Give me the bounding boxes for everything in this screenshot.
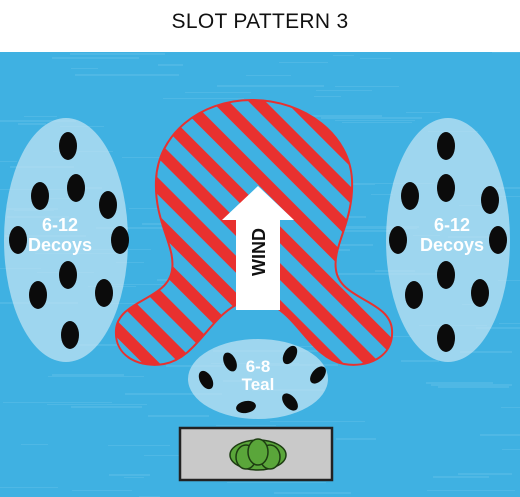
decoy-icon — [437, 174, 455, 202]
wind-label: WIND — [249, 228, 269, 276]
left-decoy-spread: 6-12 Decoys — [4, 118, 129, 362]
right-spread-name: Decoys — [420, 235, 484, 255]
left-spread-name: Decoys — [28, 235, 92, 255]
decoy-icon — [111, 226, 129, 254]
decoy-icon — [95, 279, 113, 307]
decoy-icon — [67, 174, 85, 202]
decoy-icon — [401, 182, 419, 210]
right-decoy-marks — [389, 132, 507, 352]
decoy-icon — [389, 226, 407, 254]
decoy-icon — [29, 281, 47, 309]
decoy-icon — [9, 226, 27, 254]
teal-decoy-spread: 6-8 Teal — [188, 339, 328, 419]
decoy-icon — [471, 279, 489, 307]
decoy-icon — [61, 321, 79, 349]
left-decoy-marks — [9, 132, 129, 349]
decoy-icon — [437, 324, 455, 352]
decoy-icon — [481, 186, 499, 214]
decoy-icon — [59, 132, 77, 160]
decoy-icon — [223, 352, 237, 372]
left-spread-count: 6-12 — [42, 215, 78, 235]
decoy-icon — [198, 370, 214, 390]
page-title: SLOT PATTERN 3 — [171, 10, 349, 33]
hunter-blind-icon — [178, 426, 334, 482]
decoy-icon — [437, 132, 455, 160]
decoy-icon — [405, 281, 423, 309]
right-decoy-spread: 6-12 Decoys — [386, 118, 510, 362]
decoy-icon — [99, 191, 117, 219]
wind-arrow-icon: WIND — [222, 186, 294, 310]
decoy-icon — [31, 182, 49, 210]
decoy-icon — [489, 226, 507, 254]
right-spread-count: 6-12 — [434, 215, 470, 235]
teal-spread-name: Teal — [242, 375, 275, 394]
teal-spread-count: 6-8 — [246, 357, 271, 376]
decoy-icon — [282, 345, 298, 365]
decoy-icon — [310, 366, 326, 384]
teal-decoy-marks — [198, 345, 326, 414]
decoy-icon — [236, 400, 256, 414]
decoy-icon — [59, 261, 77, 289]
decoy-icon — [437, 261, 455, 289]
decoy-icon — [282, 393, 298, 411]
